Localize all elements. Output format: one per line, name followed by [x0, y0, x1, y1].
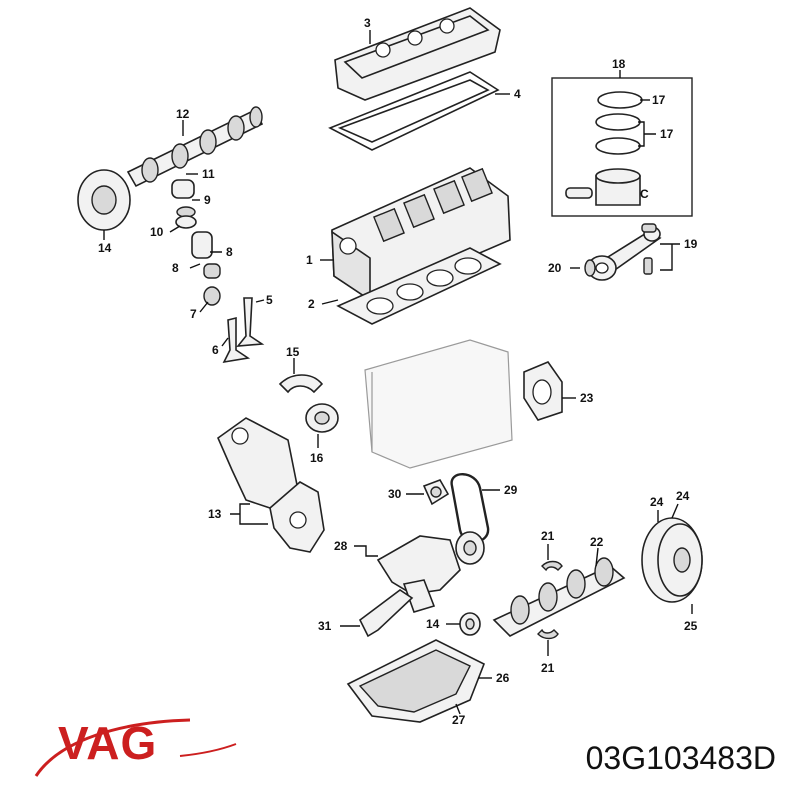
callout-17: 17	[652, 93, 666, 107]
oil-pan	[346, 639, 486, 723]
valve-stem-seal	[203, 263, 221, 279]
callout-15: 15	[286, 345, 300, 359]
callout-2: 2	[308, 297, 315, 311]
piston-mark: C	[640, 187, 649, 201]
callout-7: 7	[190, 307, 197, 321]
valve-guide	[203, 286, 221, 306]
timing-belt-cover	[217, 417, 325, 553]
callout-29: 29	[504, 483, 518, 497]
callout-24: 24	[650, 495, 664, 509]
idler-pulley	[422, 479, 450, 506]
valve-cover-gasket	[328, 71, 500, 151]
main-bearing-lower	[537, 628, 559, 640]
callout-22: 22	[590, 535, 604, 549]
leader-lines	[103, 30, 693, 715]
callout-5: 5	[266, 293, 273, 307]
crankshaft	[492, 557, 626, 637]
crankshaft-seal	[459, 612, 481, 636]
callout-6: 6	[212, 343, 219, 357]
callout-28: 28	[334, 539, 348, 553]
connecting-rod	[587, 223, 662, 281]
piston-kit-box	[551, 77, 693, 217]
callout-30: 30	[388, 487, 402, 501]
head-gasket	[336, 247, 502, 325]
callout-21: 21	[541, 529, 555, 543]
timing-belt-guide	[278, 374, 324, 394]
callout-27: 27	[452, 713, 466, 727]
callout-4: 4	[514, 87, 521, 101]
callout-19: 19	[684, 237, 698, 251]
main-bearing-upper	[541, 560, 563, 572]
brand-logo: VAG	[58, 717, 158, 769]
valve-cover	[334, 7, 501, 101]
callout-18: 18	[612, 57, 626, 71]
callout-26: 26	[496, 671, 510, 685]
oil-pickup-tube	[358, 589, 414, 638]
callout-14: 14	[98, 241, 112, 255]
exhaust-valve	[236, 297, 265, 347]
callout-21: 21	[541, 661, 555, 675]
callout-labels: 3 4 18 17 17 12 11 9 10 14 8 8 1 19 20 2…	[98, 16, 698, 727]
callout-24: 24	[676, 489, 690, 503]
callout-14: 14	[426, 617, 440, 631]
callout-17: 17	[660, 127, 674, 141]
intake-valve	[222, 316, 251, 364]
camshaft	[126, 106, 264, 188]
callout-8: 8	[172, 261, 179, 275]
callout-9: 9	[204, 193, 211, 207]
callout-11: 11	[202, 167, 215, 181]
callout-3: 3	[364, 16, 371, 30]
callout-13: 13	[208, 507, 222, 521]
callout-8: 8	[226, 245, 233, 259]
oil-pump	[376, 531, 485, 613]
part-number: 03G103483D	[585, 740, 776, 776]
callout-23: 23	[580, 391, 594, 405]
callout-1: 1	[306, 253, 313, 267]
cylinder-head	[331, 167, 511, 302]
belt-tensioner	[305, 403, 339, 433]
engine-block-outline	[364, 339, 513, 469]
rod-bearing	[584, 259, 596, 277]
callout-31: 31	[318, 619, 332, 633]
callout-20: 20	[548, 261, 562, 275]
valve-spring	[191, 231, 213, 259]
hydraulic-lifter	[171, 179, 195, 199]
rear-main-seal-housing	[523, 361, 563, 421]
vag-logo-swoosh	[34, 718, 237, 777]
camshaft-sprocket	[77, 169, 131, 231]
callout-25: 25	[684, 619, 698, 633]
callout-12: 12	[176, 107, 190, 121]
valve-retainer	[175, 215, 197, 229]
callout-10: 10	[150, 225, 164, 239]
callout-16: 16	[310, 451, 324, 465]
crankshaft-pulley	[641, 517, 703, 603]
